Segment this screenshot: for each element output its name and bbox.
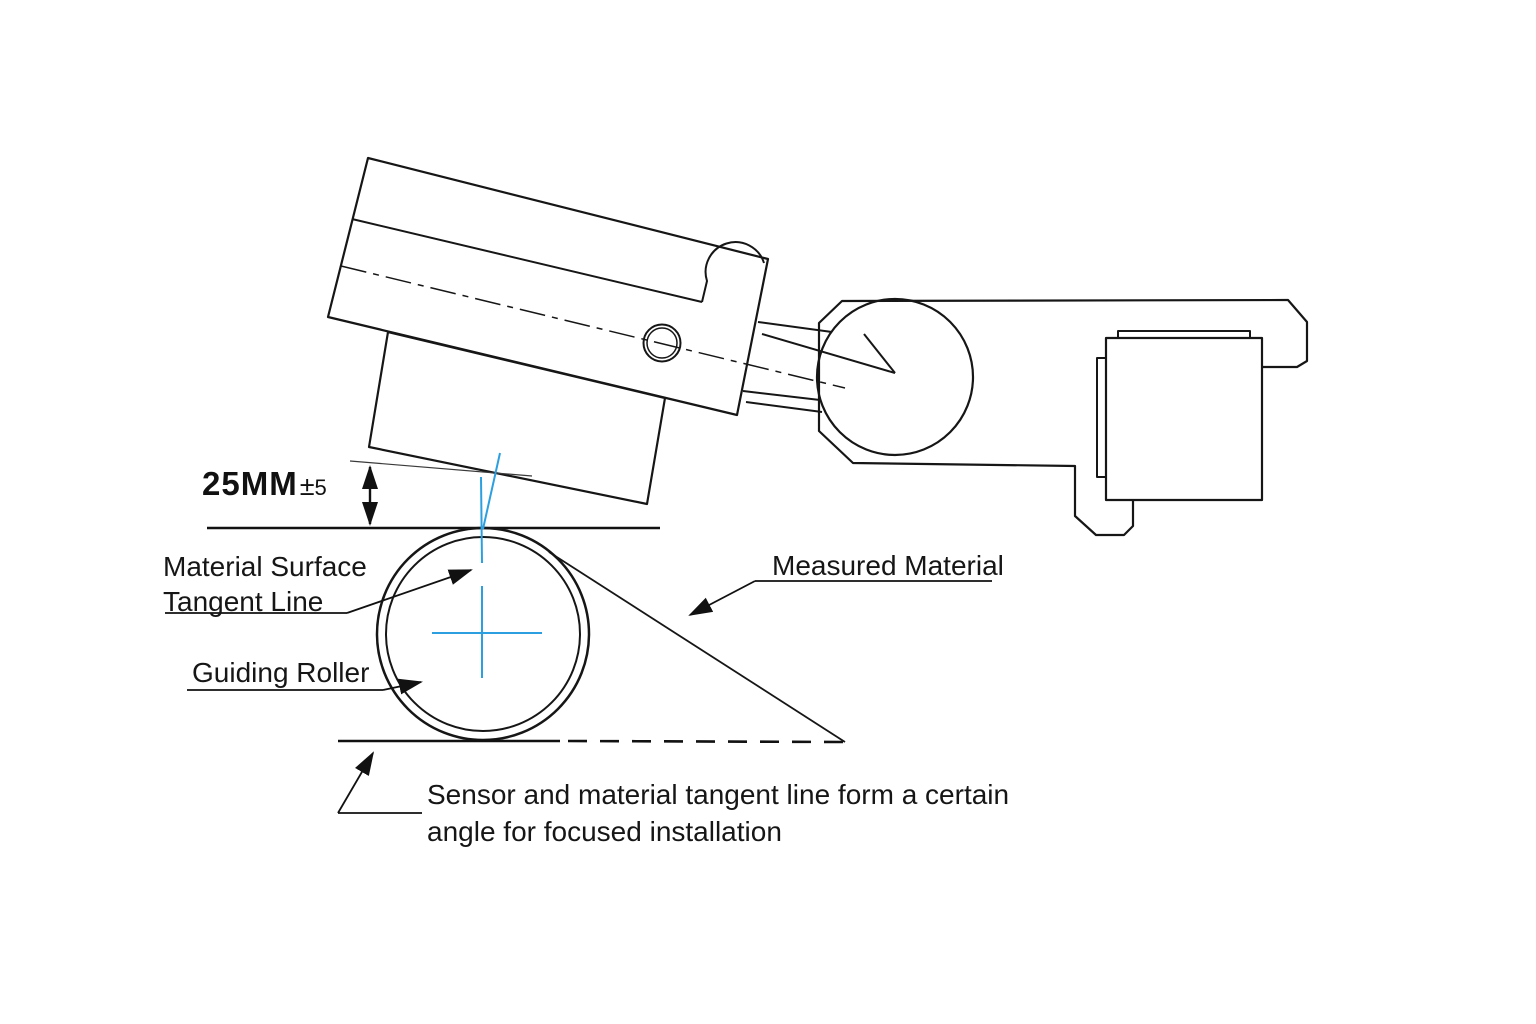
installation-note-line1: Sensor and material tangent line form a …	[427, 779, 1010, 810]
tangent-label-line2: Tangent Line	[163, 586, 324, 617]
laser-beam-lines	[480, 452, 501, 564]
installation-note-line2: angle for focused installation	[427, 816, 782, 847]
installation-note: Sensor and material tangent line form a …	[427, 776, 1009, 850]
dimension-reference-line	[349, 460, 533, 477]
dimension-label: 25MM ± 5	[202, 466, 327, 505]
pivot-circle	[815, 297, 975, 457]
dimension-value: 25MM	[202, 465, 298, 502]
measured-material-label: Measured Material	[772, 550, 1004, 581]
bolt-hole	[642, 323, 682, 363]
mounting-lug	[701, 241, 765, 303]
guiding-roller-label: Guiding Roller	[192, 657, 370, 688]
bottom-tangent-line	[338, 739, 847, 744]
measured-material-line	[548, 551, 846, 743]
tangent-label-line1: Material Surface	[163, 551, 367, 582]
center-axis-line	[340, 265, 846, 389]
material-surface-tangent-label: Material Surface Tangent Line	[163, 549, 367, 619]
sensor-body	[326, 156, 770, 417]
leader-arrows	[165, 569, 992, 814]
sensor-body-details	[340, 218, 846, 389]
block-body	[1104, 336, 1264, 502]
sensor-head	[367, 330, 667, 506]
dimension-pm-sign: ±	[299, 471, 315, 501]
roller-center-crosshair	[432, 586, 542, 678]
dimension-tolerance: 5	[314, 475, 327, 500]
clamp-shaft-lines	[742, 321, 896, 413]
motor-block	[1096, 330, 1264, 502]
